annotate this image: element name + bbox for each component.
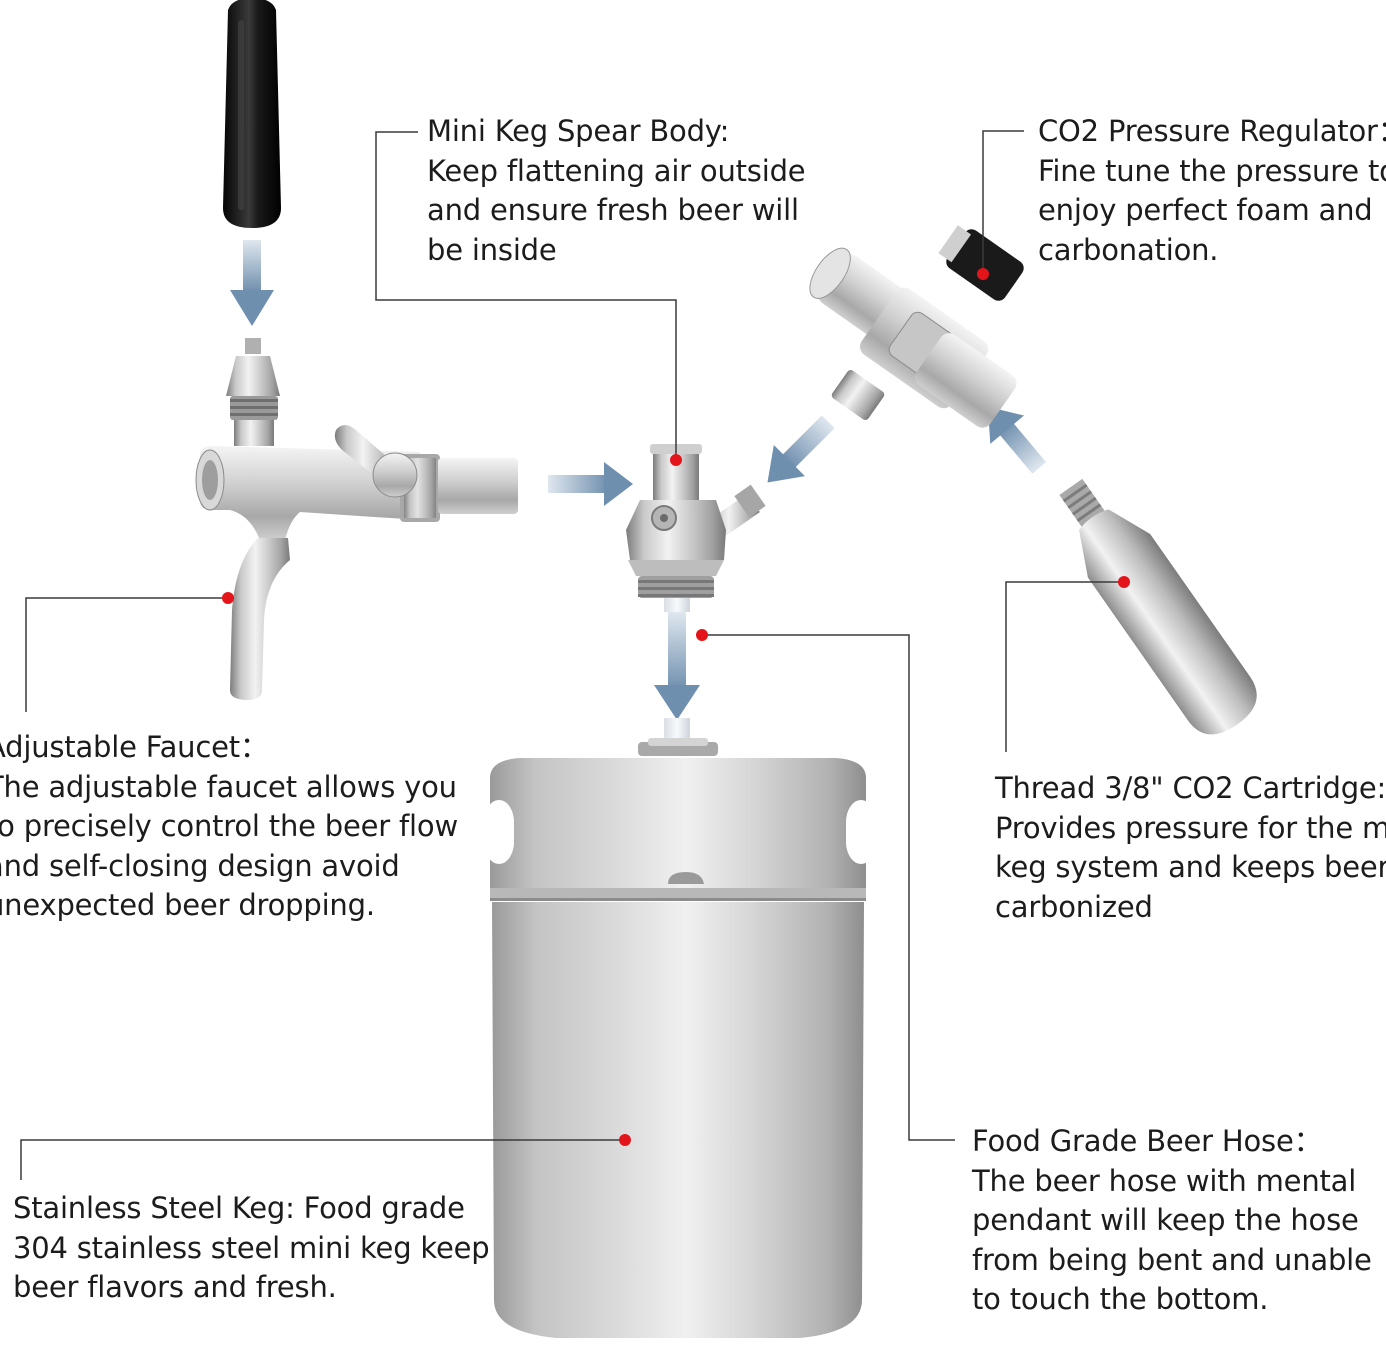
callout-cartridge-title: Thread 3/8" CO2 Cartridge:: [995, 771, 1386, 805]
arrow-regulator-to-spear: [767, 415, 835, 483]
adjustable-faucet: [195, 338, 518, 700]
marker-spear: [670, 454, 682, 466]
marker-keg: [619, 1134, 631, 1146]
leader-faucet: [25, 597, 228, 712]
callout-faucet-text-1: The adjustable faucet allows you: [0, 769, 457, 804]
callout-keg-text-1: Stainless Steel Keg: Food grade: [13, 1191, 465, 1225]
callout-cartridge: Thread 3/8" CO2 Cartridge: Provides pres…: [995, 769, 1386, 927]
callout-spear-body-title: Mini Keg Spear Body:: [427, 114, 730, 148]
arrow-handle-to-faucet: [230, 240, 274, 326]
leader-cartridge: [1005, 581, 1124, 752]
callout-hose-text-4: to touch the bottom.: [972, 1282, 1269, 1316]
arrow-faucet-to-spear: [548, 462, 633, 506]
callout-regulator-title: CO2 Pressure Regulator：: [1038, 114, 1386, 148]
marker-cartridge: [1118, 576, 1130, 588]
callout-hose-text-3: from being bent and unable: [972, 1242, 1372, 1277]
callout-faucet: Adjustable Faucet： The adjustable faucet…: [0, 728, 458, 926]
callout-keg-text-2: 304 stainless steel mini keg keep: [13, 1230, 490, 1265]
leader-regulator: [982, 130, 1024, 274]
callout-hose: Food Grade Beer Hose： The beer hose with…: [972, 1122, 1372, 1320]
callout-hose-text-2: pendant will keep the hose: [972, 1203, 1359, 1237]
arrow-cartridge-to-regulator: [987, 406, 1047, 474]
callout-faucet-title: Adjustable Faucet：: [0, 730, 269, 764]
callout-hose-text-1: The beer hose with mental: [972, 1163, 1357, 1198]
callout-cartridge-text-3: carbonized: [995, 889, 1153, 924]
callout-hose-title: Food Grade Beer Hose：: [972, 1124, 1323, 1158]
callout-regulator: CO2 Pressure Regulator： Fine tune the pr…: [1038, 112, 1386, 270]
stainless-steel-keg: [484, 738, 876, 1338]
markers: [222, 268, 1130, 1146]
callout-cartridge-text-2: keg system and keeps beer: [995, 850, 1386, 884]
callout-keg: Stainless Steel Keg: Food grade 304 stai…: [13, 1189, 490, 1308]
callout-spear-body-text-2: and ensure fresh beer will: [427, 193, 799, 227]
tap-handle: [223, 0, 281, 228]
callout-regulator-text-1: Fine tune the pressure to: [1038, 153, 1386, 188]
callout-regulator-text-2: enjoy perfect foam and: [1038, 193, 1373, 227]
marker-hose: [696, 629, 708, 641]
callout-spear-body-text-3: be inside: [427, 232, 557, 267]
callout-keg-text-3: beer flavors and fresh.: [13, 1270, 337, 1304]
leader-spear: [375, 131, 677, 460]
leader-keg: [20, 1139, 625, 1180]
callout-cartridge-text-1: Provides pressure for the mini: [995, 810, 1386, 845]
spear-body: [626, 444, 766, 598]
co2-regulator: [809, 225, 1024, 428]
callout-faucet-text-3: and self-closing design avoid: [0, 848, 400, 883]
leader-lines: [20, 130, 1124, 1180]
callout-faucet-text-4: unexpected beer dropping.: [0, 888, 375, 922]
callout-spear-body: Mini Keg Spear Body: Keep flattening air…: [427, 112, 806, 270]
leader-hose: [702, 634, 955, 1141]
marker-regulator: [977, 268, 989, 280]
callout-faucet-text-2: to precisely control the beer flow: [0, 809, 458, 843]
co2-cartridge: [1059, 478, 1257, 735]
callout-spear-body-text-1: Keep flattening air outside: [427, 153, 806, 188]
arrow-spear-to-keg: [654, 612, 700, 720]
marker-faucet: [222, 592, 234, 604]
callout-regulator-text-3: carbonation.: [1038, 232, 1219, 267]
